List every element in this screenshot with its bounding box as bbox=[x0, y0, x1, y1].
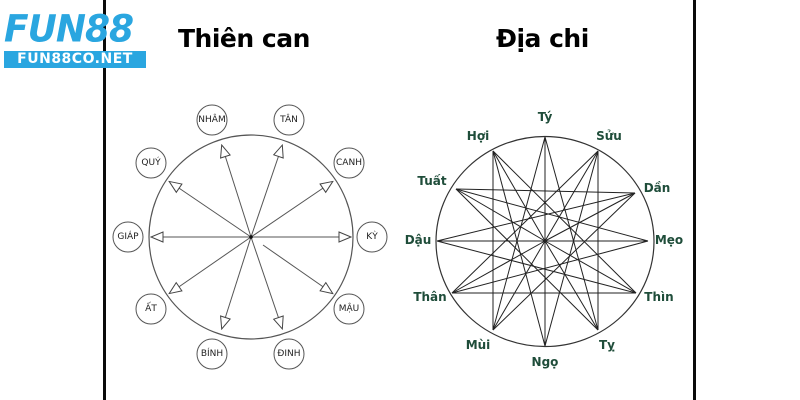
stem-arrow bbox=[250, 182, 332, 238]
branch-line bbox=[544, 240, 637, 294]
frame-right-border bbox=[693, 0, 696, 400]
stem-node-label: GIÁP bbox=[117, 230, 139, 242]
branch-line bbox=[455, 188, 649, 242]
branch-line bbox=[436, 192, 636, 242]
branch-line bbox=[544, 240, 599, 331]
logo-domain: FUN88CO.NET bbox=[4, 51, 146, 68]
stem-node: TÂN bbox=[273, 104, 305, 136]
stem-node-circle bbox=[333, 147, 365, 179]
stem-node: CANH bbox=[333, 147, 365, 179]
stem-node-circle bbox=[135, 147, 167, 179]
branches-circle bbox=[435, 135, 655, 348]
branch-line bbox=[492, 150, 637, 294]
fun88-logo[interactable]: FUN88 FUN88CO.NET bbox=[4, 7, 154, 68]
branch-label: Dần bbox=[644, 181, 671, 195]
branch-line bbox=[455, 188, 599, 331]
branch-label: Mùi bbox=[466, 338, 491, 352]
branch-label: Hợi bbox=[467, 129, 489, 143]
branch-line bbox=[492, 192, 636, 331]
stem-node-circle bbox=[356, 221, 388, 253]
stem-node-label: TÂN bbox=[279, 113, 298, 125]
stem-node-label: BÍNH bbox=[201, 347, 223, 359]
branch-label: Tuất bbox=[417, 174, 447, 188]
branch-line bbox=[451, 240, 649, 294]
stem-arrow bbox=[170, 182, 252, 238]
stem-node-label: ĐINH bbox=[277, 349, 300, 359]
stem-node: ĐINH bbox=[273, 338, 305, 370]
branch-line bbox=[455, 188, 546, 242]
earthly-branches-title: Địa chi bbox=[496, 24, 589, 53]
stem-node: ẤT bbox=[135, 293, 167, 325]
stem-node-label: KỲ bbox=[366, 230, 378, 242]
stem-arrow bbox=[170, 236, 252, 293]
stem-node-circle bbox=[273, 338, 305, 370]
branch-line bbox=[451, 240, 546, 294]
stem-node-label: NHÂM bbox=[198, 113, 225, 125]
branch-label: Ngọ bbox=[532, 355, 559, 369]
stem-node-circle bbox=[273, 104, 305, 136]
stem-arrow bbox=[222, 146, 252, 238]
stem-node: NHÂM bbox=[196, 104, 228, 136]
branch-label: Dậu bbox=[405, 233, 432, 247]
stem-node: KỲ bbox=[356, 221, 388, 253]
branch-label: Tý bbox=[538, 110, 553, 124]
branch-line bbox=[492, 150, 546, 242]
branch-line bbox=[544, 150, 599, 347]
heavenly-stems-diagram: NHÂM TÂN CANH KỲ MẬU ĐINH BÍNH ẤT GIÁP QUÝ bbox=[112, 104, 388, 370]
stem-node: BÍNH bbox=[196, 338, 228, 370]
frame-left-border bbox=[103, 0, 106, 400]
stem-node-circle bbox=[196, 338, 228, 370]
branch-line bbox=[451, 150, 599, 294]
stem-node: MẬU bbox=[333, 293, 365, 325]
stem-node-label: MẬU bbox=[339, 302, 360, 314]
stem-node-label: CANH bbox=[336, 158, 362, 168]
branch-label: Thân bbox=[413, 290, 446, 304]
stem-arrow bbox=[250, 146, 282, 238]
stem-node-label: ẤT bbox=[145, 302, 157, 314]
stems-circle bbox=[148, 134, 354, 340]
stem-node-label: QUÝ bbox=[141, 156, 161, 168]
branch-label: Thìn bbox=[644, 290, 673, 304]
heavenly-stems-title: Thiên can bbox=[178, 24, 310, 53]
branch-line bbox=[544, 136, 599, 331]
branch-label: Sửu bbox=[596, 129, 622, 143]
stem-node-circle bbox=[196, 104, 228, 136]
stem-node-circle bbox=[333, 293, 365, 325]
stem-arrow bbox=[250, 236, 282, 328]
branch-label: Mẹo bbox=[655, 233, 683, 247]
branch-line bbox=[492, 240, 546, 331]
stem-node: GIÁP bbox=[112, 221, 144, 253]
logo-wordmark: FUN88 bbox=[4, 7, 134, 51]
branch-line bbox=[492, 150, 546, 347]
stem-arrow bbox=[222, 236, 252, 328]
branch-line bbox=[455, 188, 636, 194]
stem-node-circle bbox=[135, 293, 167, 325]
branch-line bbox=[544, 192, 636, 242]
stem-arrow bbox=[262, 244, 332, 293]
stem-node-circle bbox=[112, 221, 144, 253]
stem-node: QUÝ bbox=[135, 147, 167, 179]
branch-line bbox=[436, 240, 637, 294]
branch-line bbox=[492, 136, 546, 331]
stems-center-dot bbox=[249, 235, 253, 239]
branch-label: Tỵ bbox=[599, 338, 615, 352]
branch-line bbox=[544, 150, 599, 242]
